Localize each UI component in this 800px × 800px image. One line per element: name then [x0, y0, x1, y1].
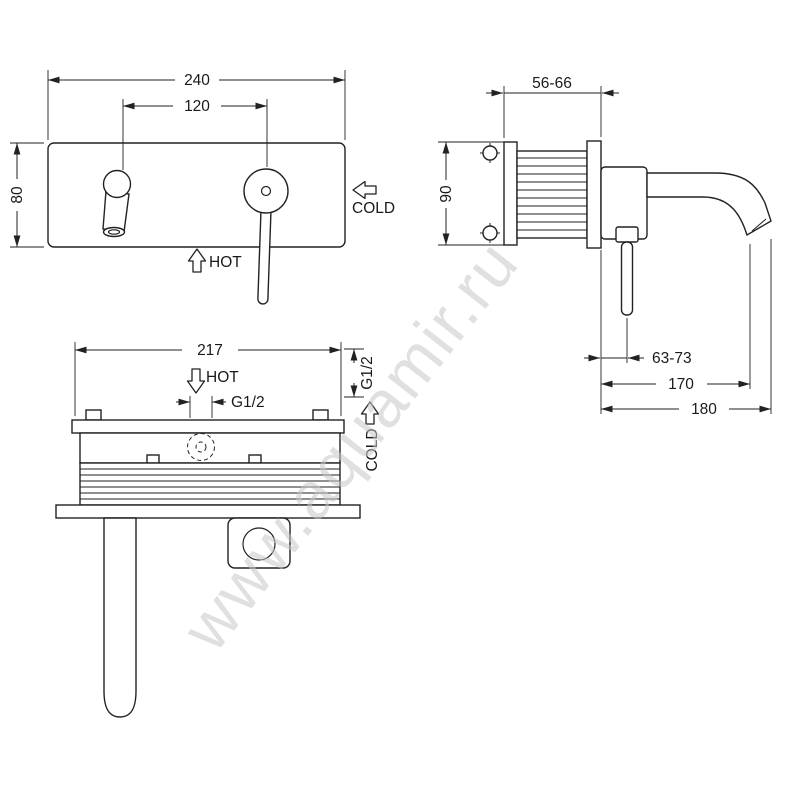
dim-side-depth-label: 56-66	[532, 75, 572, 92]
hot-flow-arrow-icon	[187, 248, 207, 273]
side-mounting-bracket	[503, 141, 518, 246]
roughin-lug-right	[248, 454, 262, 464]
dim-side-depth: 56-66	[486, 75, 619, 138]
dim-front-width: 240	[47, 70, 346, 140]
side-spout	[646, 172, 772, 237]
front-view: 240 120 80 COLD HOT	[9, 70, 395, 305]
side-handle-joint	[615, 226, 639, 243]
roughin-hot-thread-label: G1/2	[231, 394, 265, 411]
side-threaded-sleeve	[516, 150, 588, 239]
roughin-lug-left	[146, 454, 160, 464]
front-hot-marker: HOT	[187, 248, 242, 273]
roughin-top-bar	[71, 419, 345, 434]
dim-front-centers: 120	[122, 98, 268, 170]
dim-side-height-label: 90	[438, 185, 455, 203]
dim-front-centers-label: 120	[184, 98, 210, 115]
roughin-tab-left	[85, 409, 102, 421]
roughin-cold-label: COLD	[364, 428, 381, 471]
roughin-cold-thread-label: G1/2	[359, 356, 376, 390]
front-spout-outlet-hole	[107, 229, 121, 235]
dim-side-total-depth: 180	[601, 401, 771, 418]
front-handle-escutcheon	[243, 168, 289, 214]
front-cold-label: COLD	[352, 200, 395, 217]
cold-flow-arrow-icon	[352, 180, 377, 200]
dim-roughin-width: 217	[74, 342, 342, 416]
side-spout-outlet-edge	[751, 218, 767, 232]
rough-in-view: 217 HOT G1/2 G1/2 COLD	[55, 342, 381, 718]
roughin-elbow-housing	[227, 517, 291, 569]
side-threaded-sleeve-ribs	[517, 157, 587, 231]
roughin-hot-inlet-hole	[195, 441, 207, 453]
side-handle-lever	[620, 241, 634, 316]
side-fixing-screw-top	[480, 143, 500, 163]
dim-side-handle-depth-label: 63-73	[652, 350, 692, 367]
side-fixing-screw-bottom	[480, 223, 500, 243]
roughin-base-plate	[55, 504, 361, 519]
roughin-down-pipe	[103, 517, 137, 718]
roughin-ribs	[80, 468, 340, 500]
cold-flow-up-arrow-icon	[360, 401, 380, 425]
dim-side-total-depth-label: 180	[691, 401, 717, 418]
roughin-cold-marker: G1/2 COLD	[344, 348, 381, 472]
dim-side-spout-reach-label: 170	[668, 376, 694, 393]
front-spout-outlet	[102, 226, 126, 238]
dim-side-height: 90	[438, 141, 517, 246]
front-cold-marker: COLD	[352, 180, 395, 217]
side-wall-flange	[586, 140, 602, 249]
dim-front-height: 80	[9, 142, 44, 248]
front-hot-label: HOT	[209, 254, 242, 271]
dim-side-spout-reach: 170	[601, 376, 750, 393]
dim-side-handle-depth: 63-73	[584, 350, 692, 367]
roughin-hot-inlet-hidden	[187, 433, 215, 461]
roughin-hot-marker: HOT G1/2	[176, 368, 265, 418]
front-spout	[102, 169, 132, 238]
roughin-ribbed-section	[79, 462, 341, 506]
front-handle-pin	[260, 185, 272, 197]
dim-front-width-label: 240	[184, 72, 210, 89]
roughin-body-box	[79, 432, 341, 464]
side-view: 56-66 90 63-73 170	[438, 75, 772, 418]
dim-front-height-label: 80	[9, 186, 26, 204]
roughin-hot-label: HOT	[206, 369, 239, 386]
roughin-elbow-port	[242, 527, 276, 561]
front-wall-plate	[47, 142, 346, 248]
dim-roughin-width-label: 217	[197, 342, 223, 359]
hot-flow-down-arrow-icon	[186, 368, 206, 394]
front-spout-flange	[102, 169, 132, 199]
